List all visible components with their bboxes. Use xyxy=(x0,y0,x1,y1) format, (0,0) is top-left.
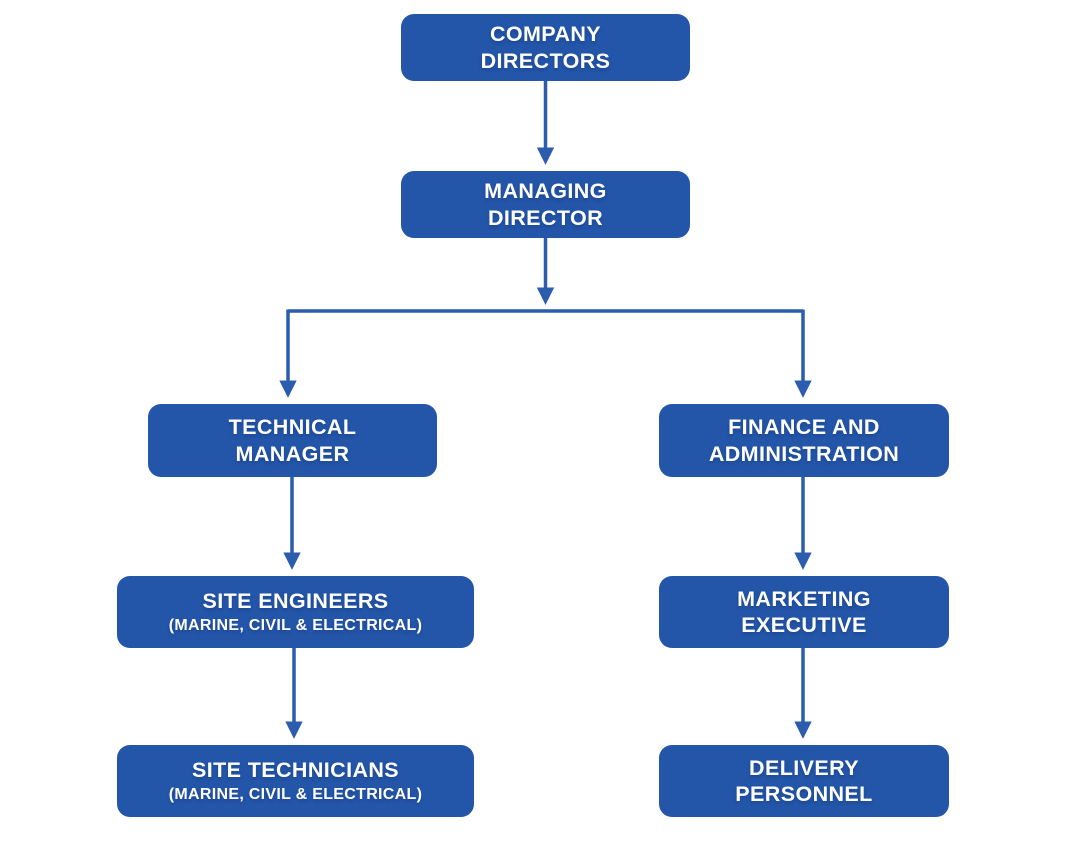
org-node-site-engineers: SITE ENGINEERS (MARINE, CIVIL & ELECTRIC… xyxy=(117,576,474,648)
org-node-delivery-personnel: DELIVERY PERSONNEL xyxy=(659,745,949,817)
org-node-title: TECHNICAL MANAGER xyxy=(228,415,357,466)
org-node-technical-manager: TECHNICAL MANAGER xyxy=(148,404,437,477)
org-node-finance-and-administration: FINANCE AND ADMINISTRATION xyxy=(659,404,949,477)
org-node-title: FINANCE AND ADMINISTRATION xyxy=(708,415,900,466)
org-node-company-directors: COMPANY DIRECTORS xyxy=(401,14,690,81)
org-node-marketing-executive: MARKETING EXECUTIVE xyxy=(659,576,949,648)
org-node-managing-director: MANAGING DIRECTOR xyxy=(401,171,690,238)
org-node-site-technicians: SITE TECHNICIANS (MARINE, CIVIL & ELECTR… xyxy=(117,745,474,817)
org-node-subtitle: (MARINE, CIVIL & ELECTRICAL) xyxy=(168,785,423,803)
org-node-subtitle: (MARINE, CIVIL & ELECTRICAL) xyxy=(168,616,423,634)
org-node-title: SITE TECHNICIANS xyxy=(191,758,400,783)
org-node-title: SITE ENGINEERS xyxy=(202,589,389,614)
org-node-title: DELIVERY PERSONNEL xyxy=(735,755,873,806)
org-node-title: COMPANY DIRECTORS xyxy=(480,22,611,73)
org-node-title: MANAGING DIRECTOR xyxy=(484,179,607,230)
org-node-title: MARKETING EXECUTIVE xyxy=(737,586,871,637)
